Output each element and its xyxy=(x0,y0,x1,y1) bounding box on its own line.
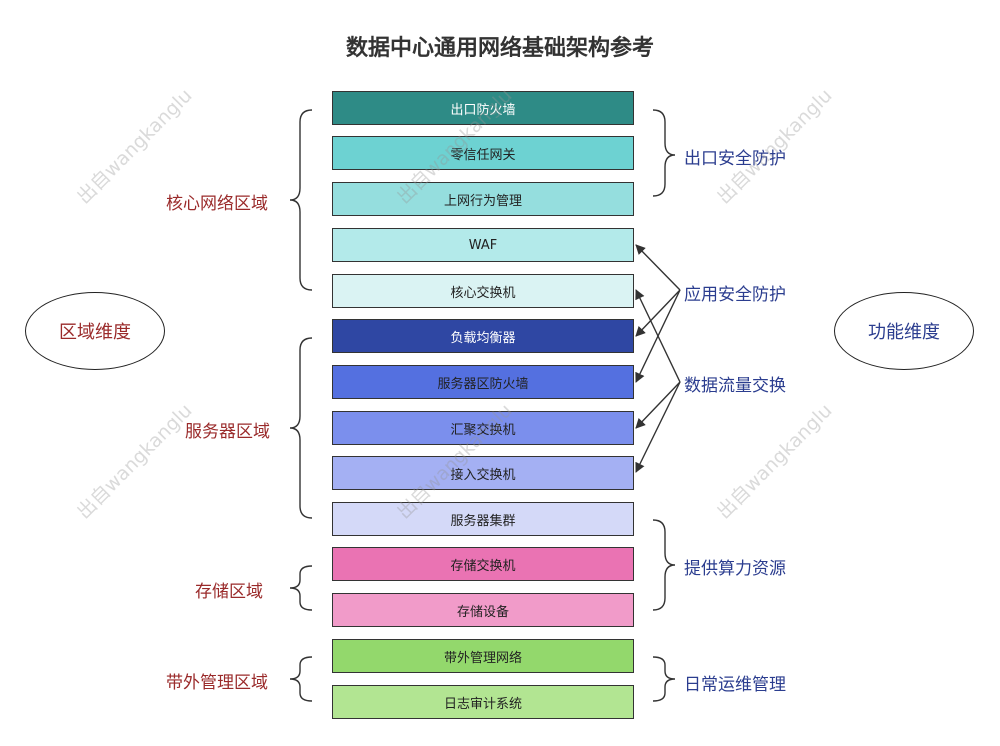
block-internet-behavior-mgmt: 上网行为管理 xyxy=(332,182,634,216)
block-server-zone-firewall: 服务器区防火墙 xyxy=(332,365,634,399)
brace-storage xyxy=(289,565,313,611)
block-waf: WAF xyxy=(332,228,634,262)
brace-oob xyxy=(289,656,313,702)
zone-label-storage: 存储区域 xyxy=(195,582,263,602)
block-server-cluster: 服务器集群 xyxy=(332,502,634,536)
zone-label-oob: 带外管理区域 xyxy=(166,673,268,693)
block-access-switch: 接入交换机 xyxy=(332,456,634,490)
brace-egress xyxy=(652,109,676,197)
block-log-audit: 日志审计系统 xyxy=(332,685,634,719)
block-storage-device: 存储设备 xyxy=(332,593,634,627)
function-dimension-ellipse: 功能维度 xyxy=(834,292,974,370)
brace-ops xyxy=(652,656,676,702)
arrow-app-waf xyxy=(635,244,681,291)
arrow-flow-agg xyxy=(635,381,681,429)
function-label-app: 应用安全防护 xyxy=(684,285,786,305)
arrow-app-lb xyxy=(635,289,681,337)
block-load-balancer: 负载均衡器 xyxy=(332,319,634,353)
block-storage-switch: 存储交换机 xyxy=(332,547,634,581)
zone-label-server: 服务器区域 xyxy=(185,422,270,442)
brace-core xyxy=(289,109,313,291)
function-label-egress: 出口安全防护 xyxy=(684,149,786,169)
function-label-ops: 日常运维管理 xyxy=(684,675,786,695)
diagram-title: 数据中心通用网络基础架构参考 xyxy=(345,36,654,61)
function-label-dataflow: 数据流量交换 xyxy=(684,376,786,396)
arrow-flow-access xyxy=(635,381,681,473)
zone-label-core: 核心网络区域 xyxy=(166,194,268,214)
brace-compute xyxy=(652,519,676,611)
arrow-flow-core xyxy=(635,289,681,383)
zone-dimension-ellipse: 区域维度 xyxy=(25,292,165,370)
block-core-switch: 核心交换机 xyxy=(332,274,634,308)
block-zero-trust-gateway: 零信任网关 xyxy=(332,136,634,170)
block-aggregation-switch: 汇聚交换机 xyxy=(332,411,634,445)
function-label-compute: 提供算力资源 xyxy=(684,559,786,579)
block-oob-network: 带外管理网络 xyxy=(332,639,634,673)
brace-server xyxy=(289,337,313,519)
block-egress-firewall: 出口防火墙 xyxy=(332,91,634,125)
